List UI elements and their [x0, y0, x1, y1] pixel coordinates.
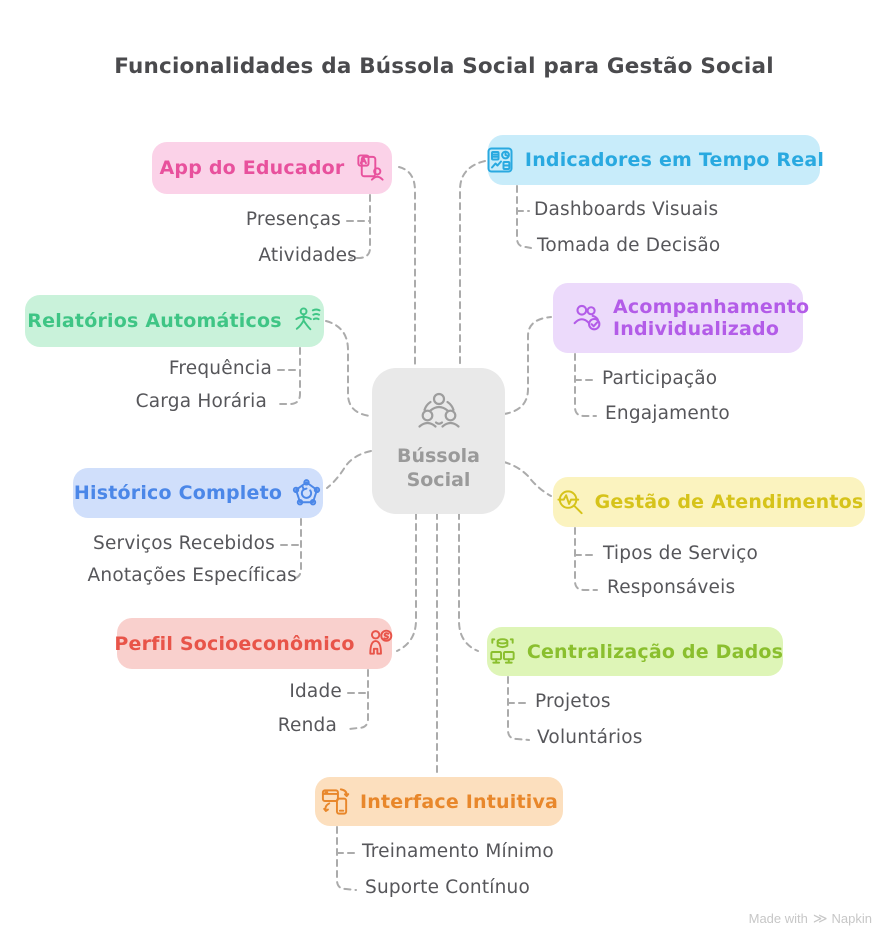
- branch-perfil-socioeconomico: Perfil Socioeconômico: [114, 618, 395, 669]
- branch-gestao-de-atendimentos: Gestão de Atendimentos: [553, 477, 865, 527]
- sub-item-atividades: Atividades: [258, 245, 357, 266]
- made-with-napkin-credit[interactable]: Made with ≫ Napkin: [749, 910, 872, 927]
- branch-relatorios-automaticos: Relatórios Automáticos: [25, 295, 324, 347]
- fast-runner-icon: [291, 306, 322, 337]
- branch-label: Gestão de Atendimentos: [594, 491, 864, 513]
- sub-item-participacao: Participação: [602, 368, 718, 389]
- branch-acompanhamento-individualizado: Acompanhamento Individualizado: [553, 283, 810, 353]
- branch-label: Centralização de Dados: [526, 640, 784, 663]
- sub-item-frequencia: Frequência: [168, 358, 272, 379]
- page-title: Funcionalidades da Bússola Social para G…: [114, 54, 774, 79]
- branch-label: Acompanhamento Individualizado: [613, 295, 810, 340]
- sub-item-servicos-recebidos: Serviços Recebidos: [93, 533, 275, 554]
- branch-label: Histórico Completo: [73, 482, 283, 504]
- people-network-icon: [411, 389, 467, 439]
- sub-item-engajamento: Engajamento: [605, 403, 730, 424]
- person-money-icon: [364, 628, 395, 659]
- branch-label: Indicadores em Tempo Real: [524, 149, 825, 171]
- educator-app-icon: [354, 153, 385, 184]
- branch-centralizacao-de-dados: Centralização de Dados: [487, 627, 783, 676]
- branch-interface-intuitiva: Interface Intuitiva: [315, 777, 563, 826]
- branch-app-do-educador: App do Educador: [152, 142, 392, 194]
- central-node: Bússola Social: [372, 368, 505, 514]
- history-network-icon: [291, 478, 322, 509]
- branch-label: Relatórios Automáticos: [27, 310, 282, 332]
- branch-label: Perfil Socioeconômico: [114, 632, 355, 655]
- branch-historico-completo: Histórico Completo: [73, 468, 323, 518]
- branch-label: App do Educador: [159, 157, 345, 179]
- sub-item-idade: Idade: [289, 681, 342, 702]
- pulse-magnifier-icon: [555, 487, 586, 518]
- sub-item-projetos: Projetos: [535, 691, 611, 712]
- people-check-icon: [571, 302, 604, 335]
- sub-item-tipos-de-servico: Tipos de Serviço: [603, 543, 758, 564]
- sub-item-tomada-de-decisao: Tomada de Decisão: [537, 235, 721, 256]
- napkin-brand-text: Napkin: [831, 911, 872, 926]
- device-sync-icon: [320, 786, 351, 817]
- sub-item-dashboards-visuais: Dashboards Visuais: [534, 199, 719, 220]
- sub-item-anotacoes-especificas: Anotações Específicas: [87, 565, 297, 586]
- sub-item-voluntarios: Voluntários: [537, 727, 643, 748]
- data-central-icon: [487, 636, 518, 667]
- napkin-logo-icon: ≫: [812, 910, 828, 926]
- sub-item-carga-horaria: Carga Horária: [135, 391, 267, 412]
- dashboard-grid-icon: [484, 144, 516, 176]
- branch-indicadores-tempo-real: Indicadores em Tempo Real: [487, 135, 824, 185]
- central-node-label: Bússola Social: [396, 445, 480, 491]
- made-with-text: Made with: [748, 911, 808, 926]
- sub-item-suporte-continuo: Suporte Contínuo: [365, 877, 530, 898]
- sub-item-renda: Renda: [277, 715, 337, 736]
- branch-label: Interface Intuitiva: [359, 790, 559, 813]
- sub-item-treinamento-minimo: Treinamento Mínimo: [362, 841, 554, 862]
- sub-item-responsaveis: Responsáveis: [607, 577, 736, 598]
- sub-item-presencas: Presenças: [245, 209, 341, 230]
